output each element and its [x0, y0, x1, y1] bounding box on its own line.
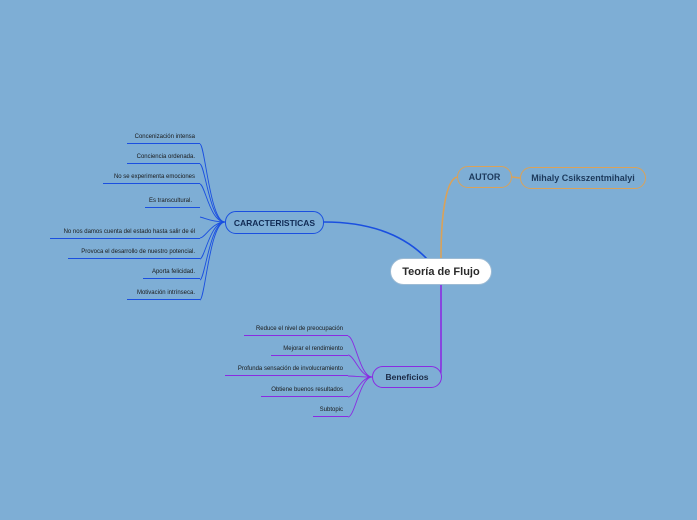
connector-root-caracteristicas: [323, 221, 429, 261]
beneficios-fan: [347, 335, 373, 418]
topic-mihaly-label: Mihaly Csikszentmihalyi: [531, 173, 635, 183]
beneficio-item[interactable]: Obtiene buenos resultados: [261, 386, 348, 397]
beneficio-item[interactable]: Mejorar el rendimiento: [271, 345, 348, 356]
root-topic-label: Teoría de Flujo: [402, 265, 480, 278]
connector-root-autor: [440, 176, 458, 259]
beneficio-item[interactable]: Profunda sensación de involucramiento: [225, 365, 348, 376]
topic-autor-label: AUTOR: [468, 172, 501, 182]
topic-caracteristicas[interactable]: CARACTERISTICAS: [225, 211, 324, 234]
topic-autor[interactable]: AUTOR: [457, 166, 512, 188]
caracteristica-item[interactable]: No se experimenta emociones: [103, 173, 200, 184]
connector-autor-mihaly: [511, 176, 521, 179]
topic-beneficios-label: Beneficios: [385, 372, 429, 382]
caracteristica-item[interactable]: No nos damos cuenta del estado hasta sal…: [50, 228, 200, 239]
caracteristicas-fan: [199, 143, 226, 301]
topic-caracteristicas-label: CARACTERISTICAS: [233, 217, 316, 228]
caracteristica-item[interactable]: Aporta felicidad.: [143, 268, 200, 279]
beneficio-item[interactable]: Reduce el nivel de preocupación: [244, 325, 348, 336]
caracteristica-item[interactable]: Es transcultural.: [145, 197, 200, 208]
caracteristica-item[interactable]: Motivación intrínseca.: [127, 289, 200, 300]
caracteristica-item[interactable]: Concenización intensa: [127, 133, 200, 144]
root-topic[interactable]: Teoría de Flujo: [390, 258, 492, 285]
topic-beneficios[interactable]: Beneficios: [372, 366, 442, 388]
topic-mihaly[interactable]: Mihaly Csikszentmihalyi: [520, 167, 646, 189]
caracteristica-item[interactable]: Conciencia ordenada.: [127, 153, 200, 164]
caracteristica-item[interactable]: Provoca el desarrollo de nuestro potenci…: [68, 248, 200, 259]
connector-root-beneficios: [439, 285, 443, 378]
beneficio-item[interactable]: Subtopic: [313, 406, 348, 417]
